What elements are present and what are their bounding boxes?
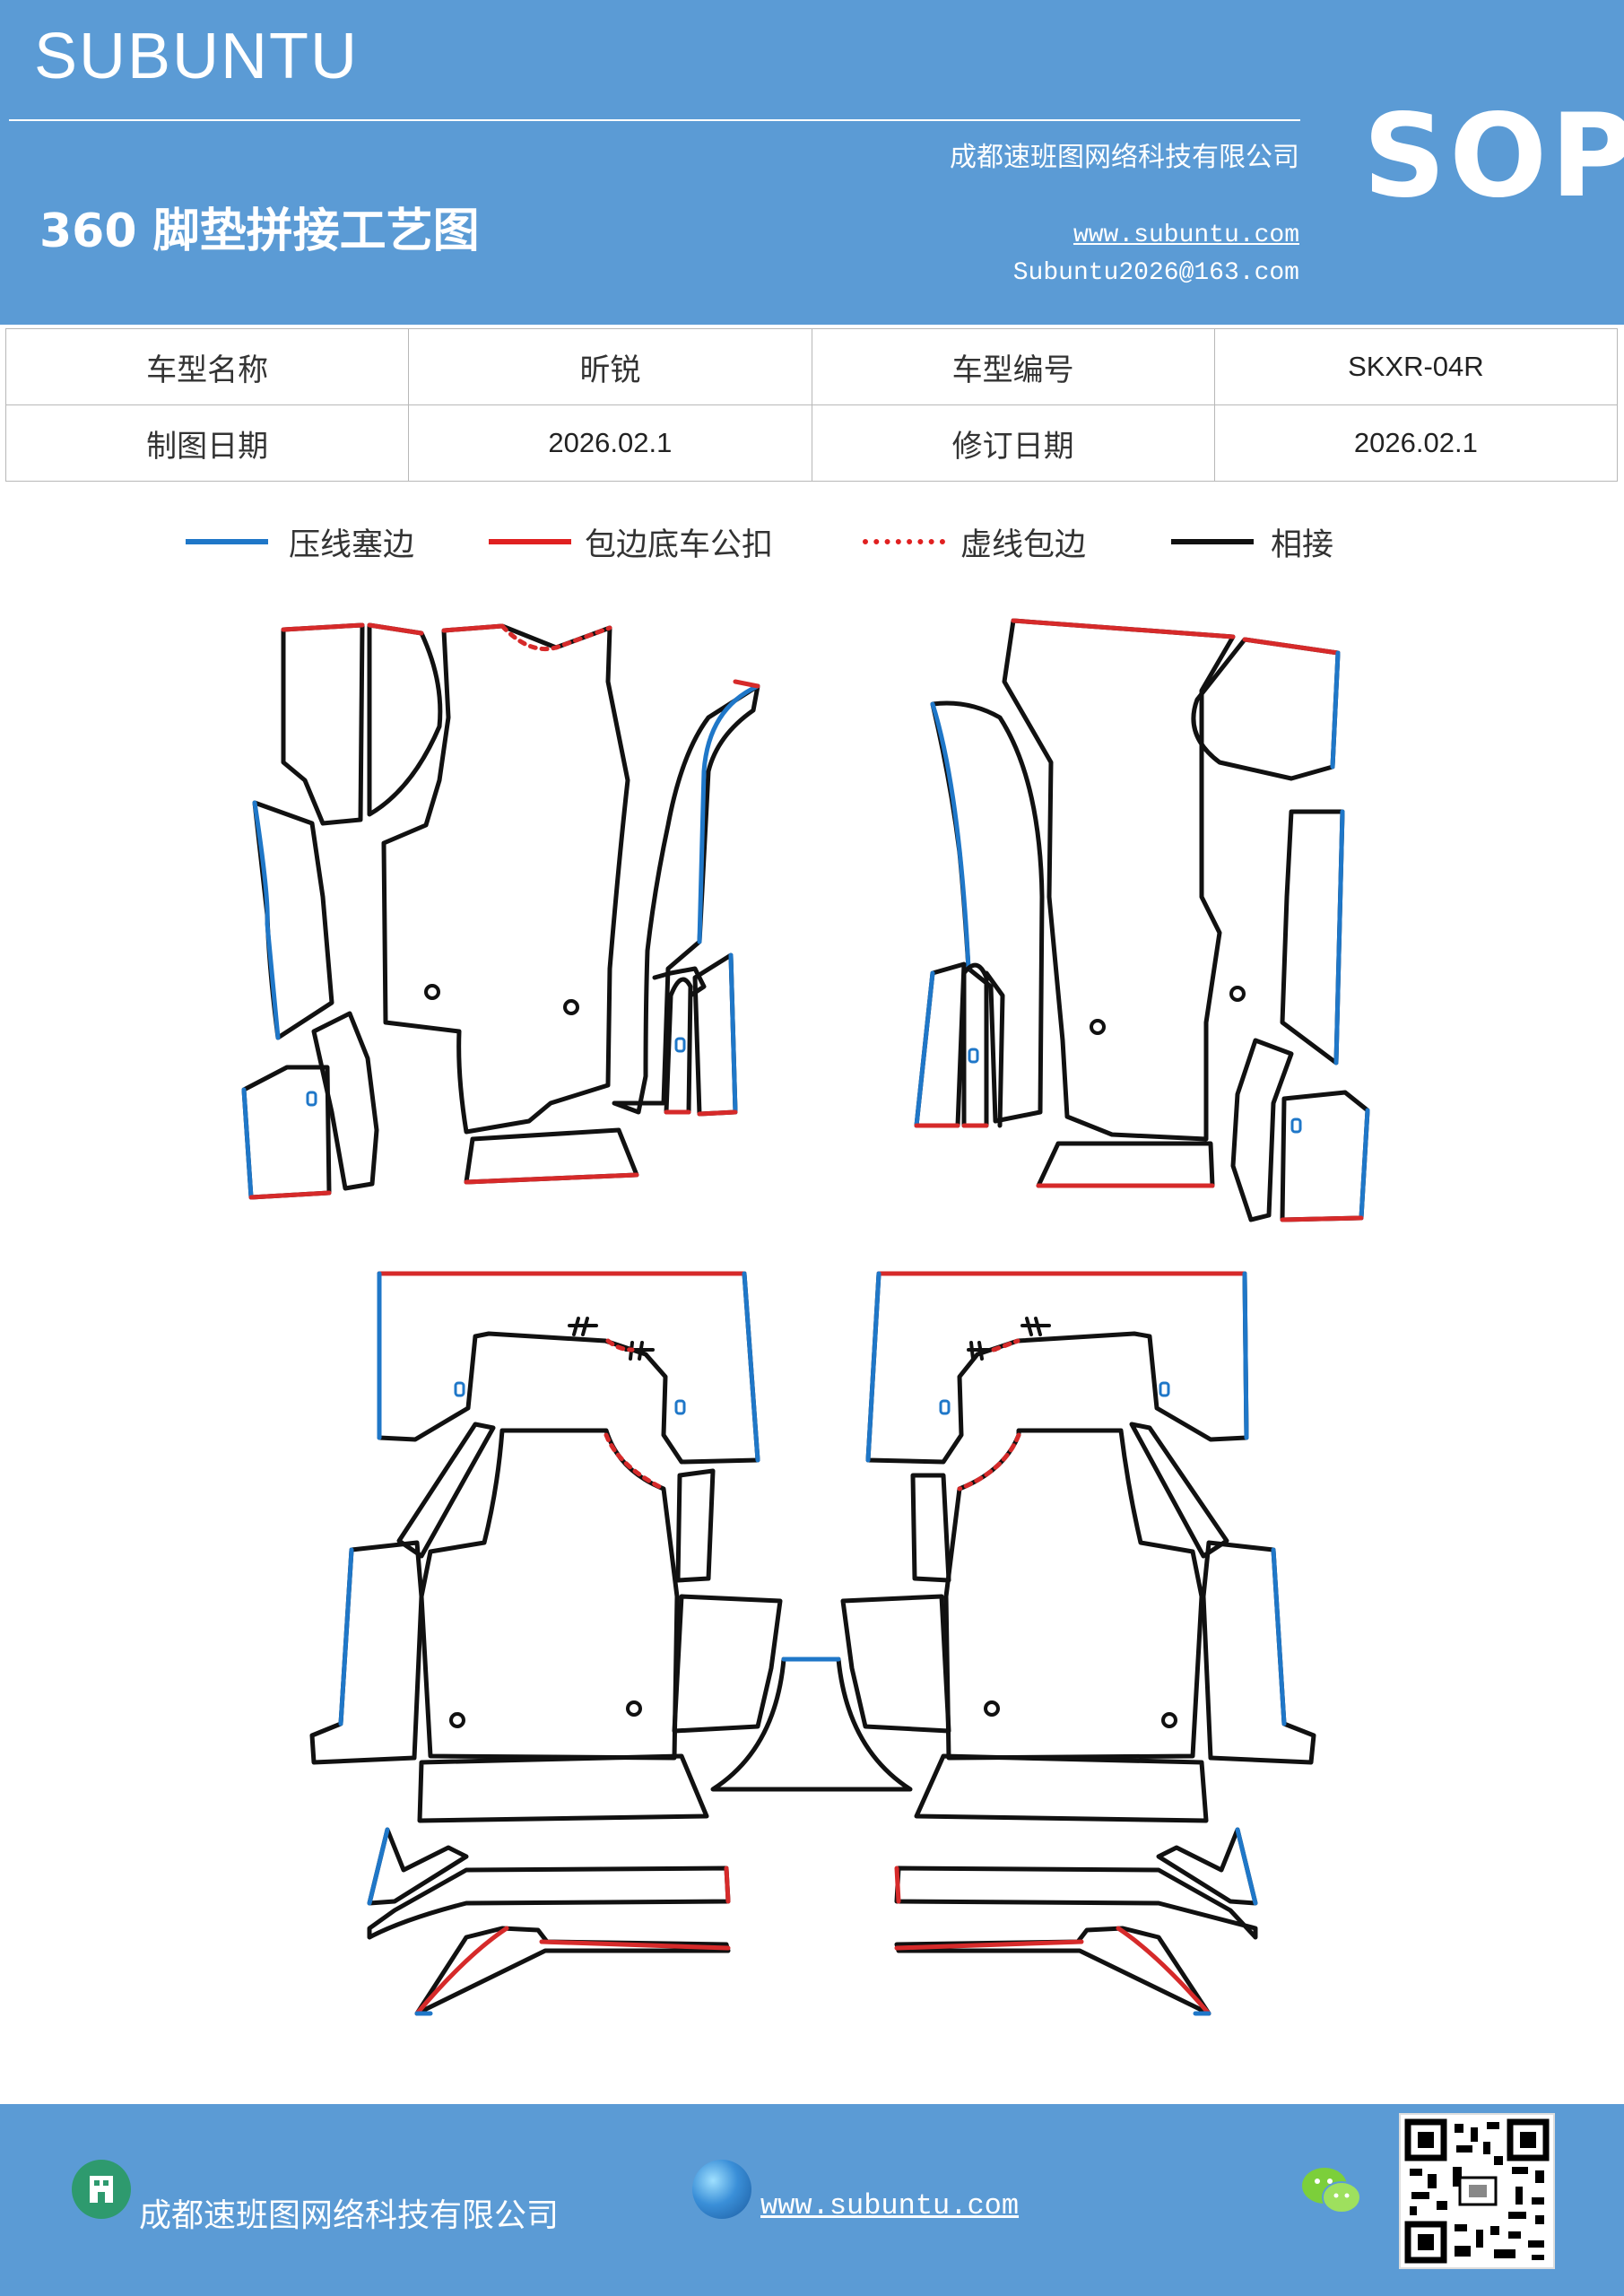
model-code-value: SKXR-04R bbox=[1213, 328, 1619, 405]
qr-code[interactable] bbox=[1399, 2113, 1555, 2269]
sop-badge: SOP bbox=[1363, 90, 1624, 223]
legend-swatch-red bbox=[489, 539, 571, 544]
legend-label-blue: 压线塞边 bbox=[289, 527, 415, 563]
vehicle-info-table: 车型名称 昕锐 车型编号 SKXR-04R 制图日期 2026.02.1 修订日… bbox=[4, 328, 1619, 482]
legend-swatch-blue bbox=[186, 539, 268, 544]
brand-logo-text: SUBUNTU bbox=[34, 21, 360, 92]
footer-company-name: 成都速班图网络科技有限公司 bbox=[139, 2197, 560, 2234]
model-name-label: 车型名称 bbox=[4, 328, 410, 405]
front-left-mat-group bbox=[241, 622, 760, 1200]
footer-website-link[interactable]: www.subuntu.com bbox=[760, 2189, 1020, 2222]
legend-label-dotted: 虚线包边 bbox=[960, 527, 1087, 563]
legend-swatch-black bbox=[1171, 539, 1254, 544]
legend-label-red: 包边底车公扣 bbox=[585, 527, 774, 563]
model-code-label: 车型编号 bbox=[811, 328, 1215, 405]
wechat-icon[interactable] bbox=[1300, 2163, 1363, 2217]
table-row: 车型名称 昕锐 车型编号 SKXR-04R bbox=[4, 328, 1619, 405]
draw-date-label: 制图日期 bbox=[4, 404, 410, 482]
header-divider bbox=[9, 119, 1300, 121]
header-company-name: 成都速班图网络科技有限公司 bbox=[950, 142, 1299, 173]
header-banner: SUBUNTU 360 脚垫拼接工艺图 成都速班图网络科技有限公司 www.su… bbox=[0, 0, 1624, 325]
building-icon bbox=[72, 2160, 131, 2219]
legend-label-black: 相接 bbox=[1271, 527, 1334, 563]
draw-date-value: 2026.02.1 bbox=[408, 404, 812, 482]
globe-icon bbox=[692, 2160, 751, 2219]
revise-date-label: 修订日期 bbox=[811, 404, 1215, 482]
header-website-link[interactable]: www.subuntu.com bbox=[1073, 222, 1299, 249]
legend-swatch-dotted bbox=[863, 539, 945, 544]
rear-left-mat-group bbox=[309, 1271, 913, 2016]
table-row: 制图日期 2026.02.1 修订日期 2026.02.1 bbox=[4, 404, 1619, 482]
rear-right-mat-group bbox=[840, 1271, 1316, 2016]
line-legend: 压线塞边 包边底车公扣 虚线包边 相接 bbox=[0, 525, 1624, 570]
header-email[interactable]: Subuntu2026@163.com bbox=[1012, 259, 1299, 287]
footer-banner: 成都速班图网络科技有限公司 www.subuntu.com bbox=[0, 2104, 1624, 2296]
document-title: 360 脚垫拼接工艺图 bbox=[39, 204, 480, 258]
model-name-value: 昕锐 bbox=[408, 328, 812, 405]
front-right-mat-group bbox=[914, 618, 1370, 1222]
revise-date-value: 2026.02.1 bbox=[1213, 404, 1619, 482]
